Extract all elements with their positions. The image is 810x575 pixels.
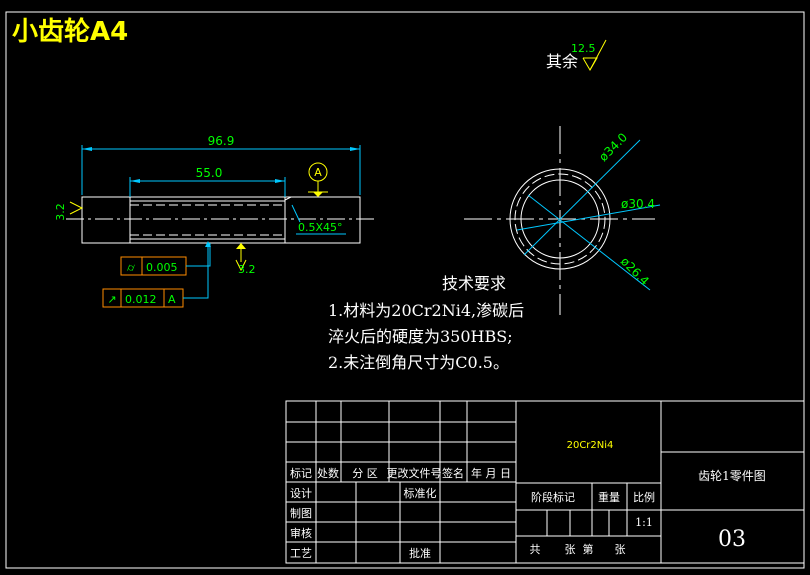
- sheet-number-label: 第: [583, 542, 594, 556]
- dim-chamfer: 0.5X45°: [298, 221, 343, 234]
- rev-header-2: 处数: [317, 467, 339, 480]
- rest-roughness-label: 其余: [546, 52, 578, 71]
- shaft-view: [66, 196, 378, 244]
- pitch-circle: [514, 173, 606, 265]
- tolerance-frame-cylindricity: ⌭ 0.005: [120, 256, 187, 276]
- bottom-roughness-value: 3.2: [238, 263, 256, 276]
- left-roughness-icon: [69, 201, 84, 215]
- tolerance-datum-2: A: [168, 293, 176, 306]
- left-roughness-value: 3.2: [54, 203, 67, 221]
- rev-header-5: 签名: [442, 466, 464, 480]
- requirement-line-2: 淬火后的硬度为350HBS;: [328, 327, 513, 346]
- sheet-unit-2: 张: [615, 543, 626, 556]
- role-drafting: 制图: [290, 507, 312, 520]
- stage-label: 阶段标记: [531, 490, 575, 504]
- tolerance-frame-runout: ↗ 0.012 A: [102, 288, 184, 308]
- requirement-line-3: 2.未注倒角尺寸为C0.5。: [328, 353, 509, 372]
- root-circle: [520, 179, 600, 259]
- weight-label: 重量: [598, 490, 620, 504]
- dim-outer-diameter: ø34.0: [596, 130, 630, 164]
- dim-gear-length: 55.0: [196, 166, 223, 180]
- sheet-unit-1: 张: [565, 543, 576, 556]
- dim-total-length: 96.9: [208, 134, 235, 148]
- scale-value: 1:1: [635, 516, 653, 529]
- outer-circle: [509, 168, 611, 270]
- shaft-outline: [81, 196, 361, 244]
- cylindricity-icon: ⌭: [127, 261, 135, 274]
- rev-header-6: 年 月 日: [471, 466, 511, 480]
- title-block: [285, 400, 805, 564]
- requirements-heading: 技术要求: [442, 274, 506, 293]
- runout-icon: ↗: [107, 293, 116, 306]
- drawing-number: 03: [718, 527, 746, 552]
- rest-roughness-value: 12.5: [571, 42, 596, 55]
- tolerance-value-2: 0.012: [125, 293, 157, 306]
- part-name: 齿轮1零件图: [698, 469, 766, 483]
- rev-header-1: 标记: [290, 466, 312, 480]
- tolerance-value-1: 0.005: [146, 261, 178, 274]
- drawing-title: 小齿轮A4: [12, 17, 128, 47]
- role-process: 工艺: [290, 547, 312, 560]
- standardization-label: 标准化: [404, 486, 437, 500]
- role-design: 设计: [290, 487, 312, 500]
- scale-label: 比例: [633, 490, 655, 504]
- requirement-line-1: 1.材料为20Cr2Ni4,渗碳后: [328, 301, 524, 320]
- rev-header-4: 更改文件号: [387, 466, 442, 480]
- dim-pitch-diameter: ø30.4: [621, 197, 655, 211]
- datum-label: A: [314, 166, 322, 179]
- rev-header-3: 分 区: [352, 467, 378, 480]
- dim-root-diameter: ø26.4: [618, 254, 652, 288]
- drawing-border: [5, 11, 805, 569]
- approve-label: 批准: [409, 546, 431, 560]
- sheet-total-label: 共: [530, 543, 541, 556]
- material-value: 20Cr2Ni4: [567, 440, 614, 451]
- role-review: 审核: [290, 526, 312, 540]
- bottom-roughness-icon: [235, 259, 247, 272]
